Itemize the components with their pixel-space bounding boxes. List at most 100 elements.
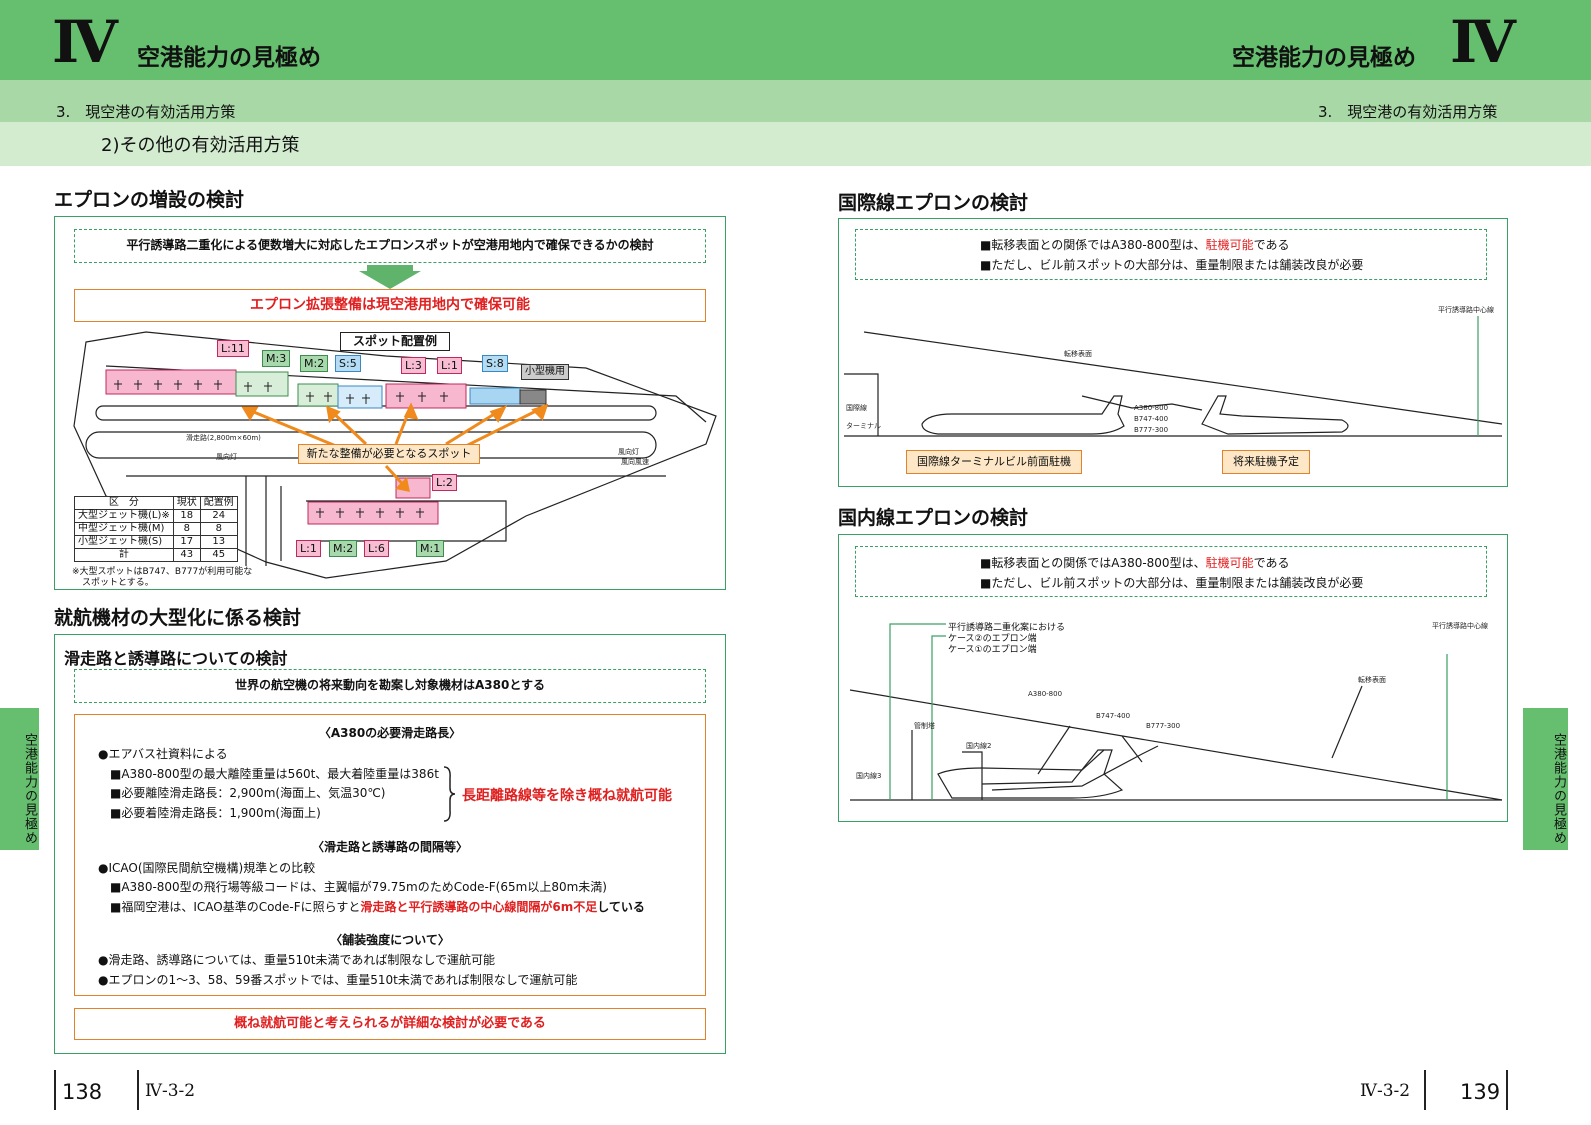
spot-label-s5: S:5 [335, 355, 361, 372]
spot-label-m3: M:3 [262, 350, 291, 367]
table-cell: 18 [172, 509, 201, 523]
case-note: ケース②のエプロン端 [948, 634, 1037, 644]
table-cell: 計 [74, 548, 174, 562]
case-note: ケース①のエプロン端 [948, 645, 1037, 655]
text-segment: ■転移表面との関係ではA380-800型は、 [980, 238, 1206, 252]
separation-title: 〈滑走路と誘導路の間隔等〉 [311, 840, 468, 854]
medium-spot-area [297, 383, 339, 407]
callout-arrows [241, 402, 549, 492]
spot-label-l11: L:11 [217, 340, 249, 357]
section-header-bar [0, 80, 1591, 122]
intl-terminal-tag: 国際線ターミナルビル前面駐機 [906, 450, 1082, 474]
runway-length-title: 〈A380の必要滑走路長〉 [318, 726, 462, 740]
small-aircraft-area [519, 389, 547, 405]
text-line: ■ただし、ビル前スポットの大部分は、重量制限または舗装改良が必要 [980, 576, 1364, 590]
spot-count-table: 区 分 現状 配置例 大型ジェット機(L)※ 18 24 中型ジェット機(M) … [74, 496, 238, 562]
spot-layout-title: スポット配置例 [340, 332, 451, 351]
footer-divider [137, 1070, 139, 1110]
text-line: ●エアバス社資料による [98, 747, 228, 761]
page-code-right: Ⅳ-3-2 [1360, 1081, 1411, 1101]
new-spot-callout: 新たな整備が必要となるスポット [298, 444, 480, 464]
dom-note-box [855, 546, 1487, 597]
text-line: ■必要着陸滑走路長：1,900m(海面上) [110, 806, 321, 820]
side-tab-right: 空港能力の見極め [1523, 708, 1568, 850]
text-segment: である [1253, 238, 1290, 252]
chapter-numeral-left: Ⅳ [52, 8, 118, 76]
brace-icon [443, 766, 456, 822]
chapter-title-left: 空港能力の見極め [137, 45, 321, 71]
table-note: スポットとする。 [82, 578, 154, 588]
wind-vane-label: 風向灯 [216, 452, 237, 461]
spot-label-l2: L:2 [432, 474, 457, 491]
footer-divider [1424, 1070, 1426, 1110]
section-title-right: 3. 現空港の有効活用方策 [1318, 103, 1498, 121]
table-header: 区 分 [74, 496, 174, 510]
intl-section-drawing: 転移表面 A380-800 B747-400 B777-300 国際線 ターミナ… [844, 305, 1503, 437]
draw-label: 転移表面 [1064, 349, 1092, 358]
dom-apron-panel [838, 534, 1508, 822]
spot-label-m2-lower: M:2 [329, 540, 358, 557]
text-line: ●滑走路、誘導路については、重量510t未満であれば制限なしで運航可能 [98, 953, 496, 967]
section-title-left: 3. 現空港の有効活用方策 [56, 103, 236, 121]
table-row: 小型ジェット機(S) 17 13 [74, 535, 238, 549]
page-number-right: 139 [1460, 1080, 1501, 1104]
large-aircraft-conclusion: 概ね就航可能と考えられるが詳細な検討が必要である [74, 1008, 706, 1040]
table-cell: 13 [199, 535, 238, 549]
text-line: ■福岡空港は、ICAO基準のCode-Fに照らすと滑走路と平行誘導路の中心線間隔… [110, 898, 645, 915]
table-header-row: 区 分 現状 配置例 [74, 496, 238, 510]
large-spot-area [105, 369, 237, 395]
table-cell: 8 [172, 522, 201, 536]
table-cell: 24 [199, 509, 238, 523]
shortfall-highlight: 滑走路と平行誘導路の中心線間隔が6m不足 [360, 900, 598, 914]
draw-label: A380-800 [1134, 404, 1168, 412]
wind-speed-label: 風向風速 [621, 457, 649, 466]
table-cell: 43 [172, 548, 201, 562]
draw-label: B747-400 [1096, 712, 1130, 720]
spot-label-l1: L:1 [437, 357, 462, 374]
text-line: ■A380-800型の飛行場等級コードは、主翼幅が79.75mのためCode-F… [110, 880, 607, 894]
aircraft-icons [114, 380, 448, 518]
analysis-box [74, 714, 706, 996]
intl-apron-heading: 国際線エプロンの検討 [838, 192, 1029, 214]
text-segment: している [597, 900, 645, 914]
dom-apron-heading: 国内線エプロンの検討 [838, 507, 1029, 529]
medium-spot-area [235, 371, 289, 397]
draw-label: 転移表面 [1358, 675, 1386, 684]
table-cell: 8 [199, 522, 238, 536]
table-cell: 17 [172, 535, 201, 549]
text-line: ●ICAO(国際民間航空機構)規準との比較 [98, 861, 316, 875]
spot-label-m2: M:2 [300, 355, 329, 372]
draw-label: B777-300 [1134, 426, 1168, 434]
text-line: ●エプロンの1～3、58、59番スポットでは、重量510t未満であれば制限なしで… [98, 973, 578, 987]
intl-note-box [855, 229, 1487, 280]
spot-label-s8: S:8 [482, 355, 508, 372]
target-aircraft-question: 世界の航空機の将来動向を勘案し対象機材はA380とする [74, 669, 706, 703]
small-spot-area [337, 385, 383, 409]
text-line: ■A380-800型の最大離陸重量は560t、最大着陸重量は386t [110, 767, 439, 781]
text-segment: ■福岡空港は、ICAO基準のCode-Fに照らすと [110, 900, 361, 914]
table-cell: 小型ジェット機(S) [74, 535, 174, 549]
draw-label: 平行誘導路中心線 [1438, 305, 1494, 314]
draw-label: 平行誘導路中心線 [1432, 621, 1488, 630]
draw-label: 管制塔 [914, 721, 935, 730]
case-note: 平行誘導路二重化案における [948, 623, 1066, 633]
spot-label-l3: L:3 [401, 357, 426, 374]
spot-label-l6: L:6 [364, 540, 389, 557]
dom-section-drawing: A380-800 B747-400 B777-300 転移表面 管制塔 国内線2… [849, 621, 1503, 801]
draw-label: 国際線 [846, 403, 867, 412]
parking-ok-highlight: 駐機可能 [1205, 556, 1254, 570]
runway-sub-heading: 滑走路と誘導路についての検討 [64, 649, 288, 668]
subsection-header-bar [0, 122, 1591, 166]
apron-heading: エプロンの増設の検討 [54, 189, 245, 211]
down-arrow-icon [359, 265, 421, 289]
small-aircraft-label: 小型機用 [521, 364, 569, 380]
table-note: ※大型スポットはB747、B777が利用可能な [72, 567, 253, 577]
footer-divider [1506, 1070, 1508, 1110]
spot-label-l1-lower: L:1 [296, 540, 321, 557]
draw-label: 国内線3 [856, 771, 881, 780]
pavement-title: 〈舗装強度について〉 [330, 933, 450, 947]
text-segment: ■転移表面との関係ではA380-800型は、 [980, 556, 1206, 570]
chapter-numeral-right: Ⅳ [1450, 8, 1516, 76]
text-line: ■必要離陸滑走路長：2,900m(海面上、気温30℃) [110, 786, 386, 800]
draw-label: A380-800 [1028, 690, 1062, 698]
